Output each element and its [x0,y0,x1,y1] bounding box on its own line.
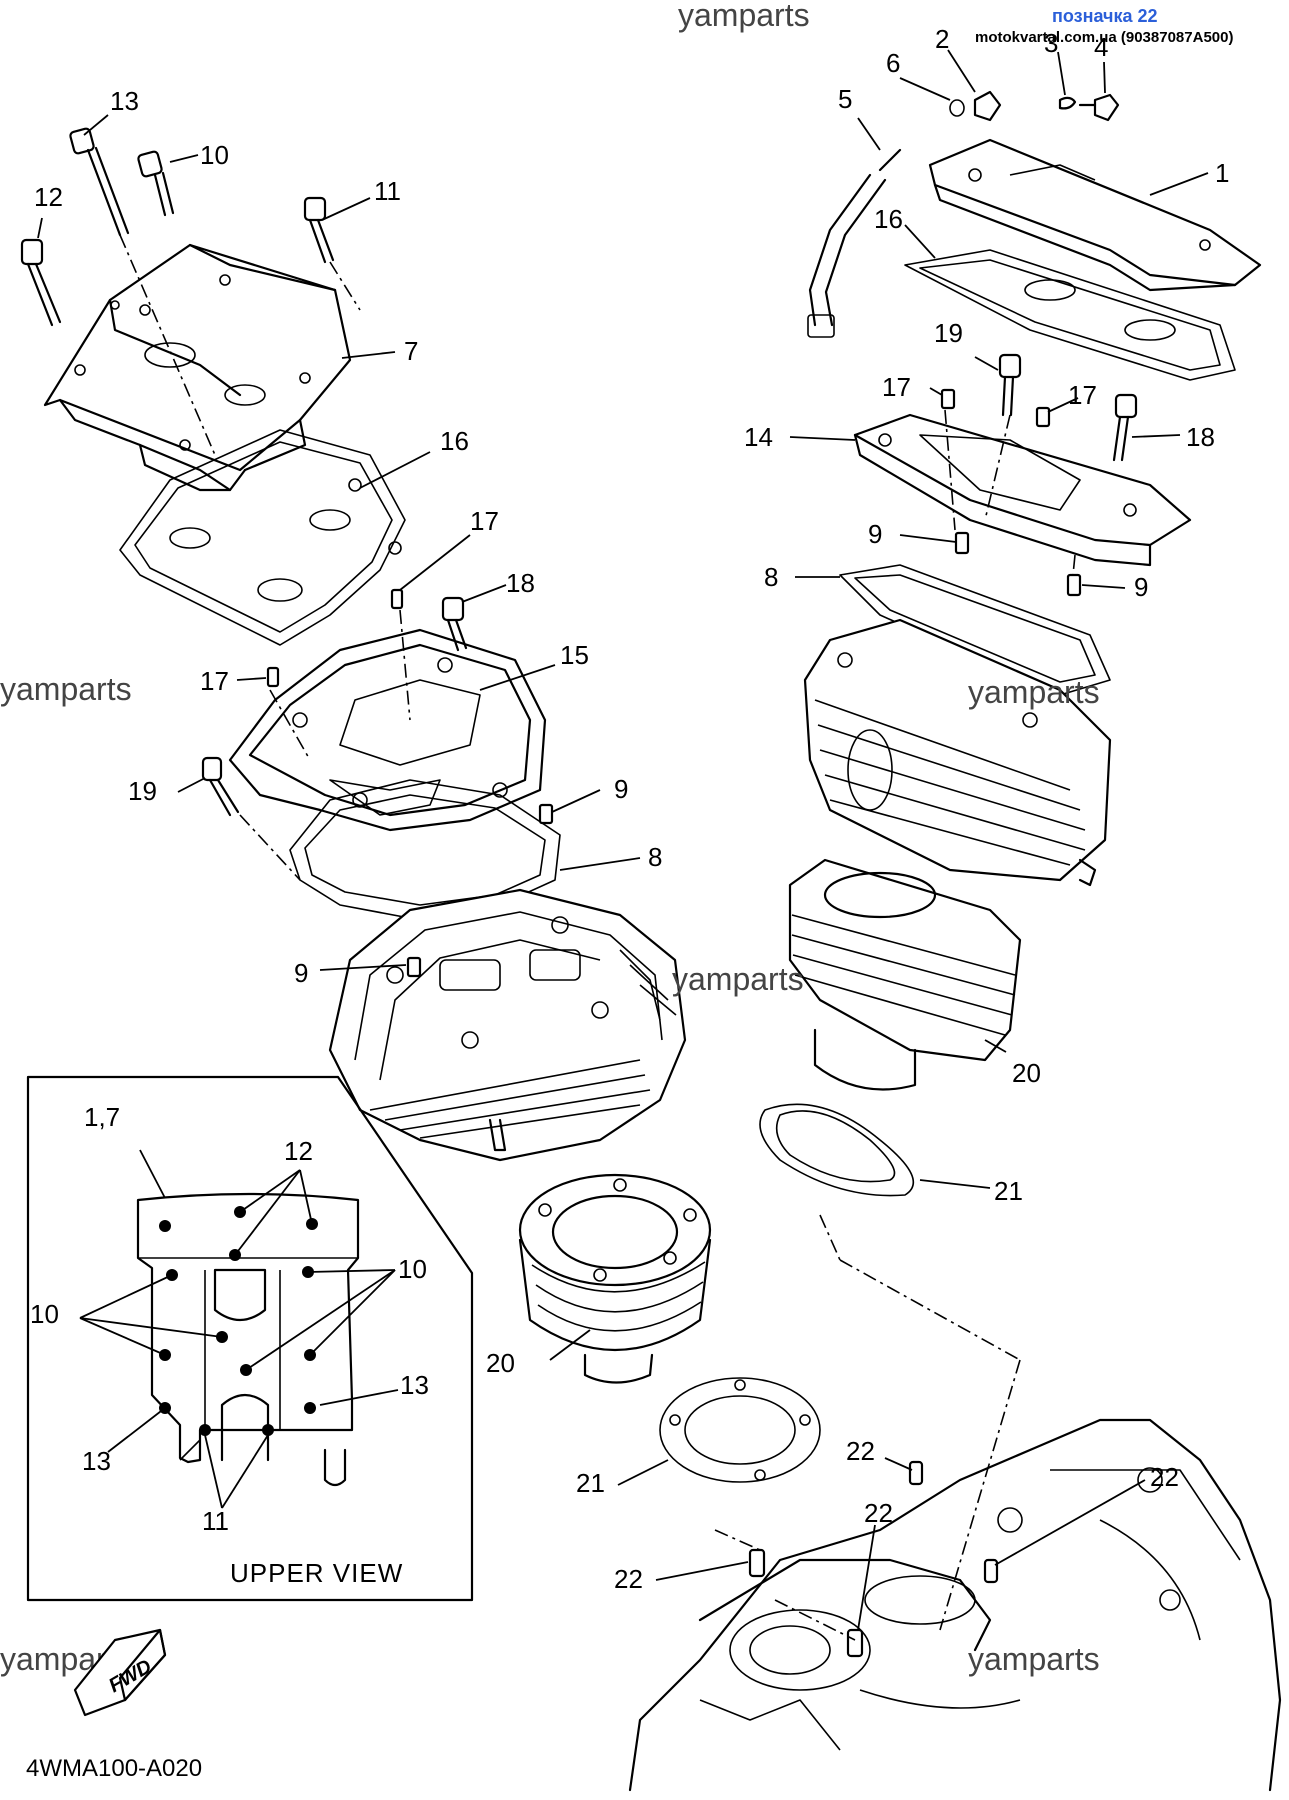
rocker-cover-front [928,138,1262,292]
inset-label-13-left: 13 [82,1446,111,1476]
callout-9-left-lower: 9 [294,958,308,988]
bolts-right [940,353,1138,597]
watermark-right: yamparts [968,674,1100,710]
callout-17-left-upper: 17 [470,506,499,536]
marking-label: позначка 22 [1052,6,1158,26]
site-and-part-number: motokvartal.com.ua (90387087A500) [975,29,1233,46]
callout-10: 10 [200,140,229,170]
cylinder-front [788,858,1022,1091]
callout-2: 2 [935,24,949,54]
callout-17-left-lower: 17 [200,666,229,696]
inset-label-10-right: 10 [398,1254,427,1284]
o-ring-6 [949,99,965,117]
base-gasket-rear [659,1377,821,1483]
rocker-cover-rear [43,243,352,492]
callout-11: 11 [374,176,401,206]
callout-18-right: 18 [1186,422,1215,452]
callout-9-left-upper: 9 [614,774,628,804]
callout-21-left: 21 [576,1468,605,1498]
dowel-pins-22 [748,1460,999,1658]
callout-17-right-right: 17 [1068,380,1097,410]
watermark-left: yamparts [0,671,132,707]
callout-16-right: 16 [874,204,903,234]
callout-17-right-left: 17 [882,372,911,402]
callout-3: 3 [1044,28,1058,58]
diagram-code: 4WMA100-A020 [26,1755,202,1782]
rocker-housing-front [853,413,1192,567]
cylinder-head-rear [328,888,687,1162]
callout-1: 1 [1215,158,1229,188]
callout-20-left: 20 [486,1348,515,1378]
callout-21-right: 21 [994,1176,1023,1206]
callout-7: 7 [404,336,418,366]
callout-20-right: 20 [1012,1058,1041,1088]
callout-9-right-lower: 9 [1134,572,1148,602]
callout-13: 13 [110,86,139,116]
brand-watermark-top: yamparts [678,0,810,33]
crankcase [628,1418,1282,1792]
callout-14: 14 [744,422,773,452]
inset-label-13-right: 13 [400,1370,429,1400]
breather-hose [807,148,902,338]
bolts-left [20,127,554,978]
upper-view-inset: 1,7 12 10 10 13 13 11 UPPER VIEW [26,1075,474,1602]
inset-label-11: 11 [202,1506,229,1536]
base-gasket-front [759,1103,915,1197]
callout-6: 6 [886,48,900,78]
inset-label-10-left: 10 [30,1299,59,1329]
callout-labels: 1 2 3 4 5 6 7 8 8 9 9 9 9 10 11 12 13 14… [34,24,1229,1594]
cover-gasket-front [904,249,1236,381]
union-bolt-4 [1093,93,1120,122]
head-gasket-rear [289,779,561,921]
inset-label-cover: 1,7 [84,1102,120,1132]
callout-19-left: 19 [128,776,157,806]
union-fitting-2 [973,90,1002,122]
callout-18-left: 18 [506,568,535,598]
callout-9-right-upper: 9 [868,519,882,549]
callout-19-right: 19 [934,318,963,348]
cover-gasket-rear [119,429,406,646]
callout-15: 15 [560,640,589,670]
leader-lines [37,49,1209,1631]
watermark-center: yamparts [672,961,804,997]
inset-title: UPPER VIEW [230,1558,403,1588]
callout-22-d: 22 [614,1564,643,1594]
cylinder-head-front [803,618,1112,887]
callout-8-right: 8 [764,562,778,592]
callout-22-c: 22 [864,1498,893,1528]
breather-fittings [949,90,1120,122]
callout-12: 12 [34,182,63,212]
clip-3 [1058,96,1077,110]
head-gasket-front [839,564,1111,696]
rocker-housing-rear [228,628,547,832]
watermark-bottom-right: yamparts [968,1641,1100,1677]
callout-8-left: 8 [648,842,662,872]
callout-5: 5 [838,84,852,114]
alignment-lines [119,234,1076,1641]
callout-22-b: 22 [1150,1462,1179,1492]
cylinder-rear [518,1173,712,1384]
inset-label-12: 12 [284,1136,313,1166]
callout-16-left: 16 [440,426,469,456]
callout-22-a: 22 [846,1436,875,1466]
callout-4: 4 [1094,32,1108,62]
